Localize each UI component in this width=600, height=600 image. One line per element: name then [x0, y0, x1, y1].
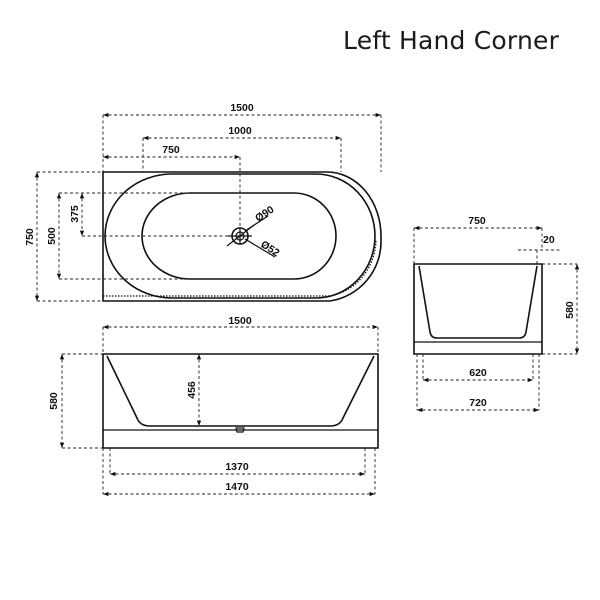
dim-top-750: 750	[162, 144, 180, 156]
dim-side-750: 750	[468, 215, 486, 227]
front-view: 1500 580 456 1370 1470	[48, 315, 379, 497]
diagram-title: Left Hand Corner	[343, 26, 560, 55]
dim-waste-90: Ø90	[253, 204, 276, 225]
dim-front-1470: 1470	[225, 481, 249, 493]
side-view-outer-shell	[413, 263, 543, 355]
dim-top-width-375: 375	[69, 205, 81, 223]
top-view-rim	[104, 173, 376, 299]
dim-top-width-500: 500	[46, 227, 58, 245]
dim-front-456: 456	[186, 381, 198, 399]
dim-side-20: 20	[543, 234, 555, 246]
dim-side-720: 720	[469, 397, 487, 409]
dim-side-620: 620	[469, 367, 487, 379]
dim-front-1370: 1370	[225, 461, 249, 473]
dim-top-1500: 1500	[230, 102, 254, 114]
dim-waste-52: Ø52	[258, 238, 281, 259]
top-view-inner-basin	[141, 192, 337, 280]
dim-front-1500: 1500	[228, 315, 252, 327]
top-view-outer-shell	[102, 171, 382, 302]
dim-top-1000: 1000	[228, 125, 252, 137]
top-view: 1500 1000 750 750 500 375 Ø90 Ø52	[24, 102, 382, 302]
front-view-outer-shell	[102, 353, 379, 449]
side-view: 750 20 580 620 720	[413, 215, 580, 413]
front-view-basin-profile	[106, 355, 375, 427]
dim-front-580: 580	[48, 392, 60, 410]
dim-top-width-750: 750	[24, 228, 36, 246]
front-view-waste	[235, 427, 245, 433]
dim-side-580: 580	[564, 301, 576, 319]
side-view-basin-profile	[418, 265, 538, 339]
waste-outlet	[226, 215, 276, 258]
